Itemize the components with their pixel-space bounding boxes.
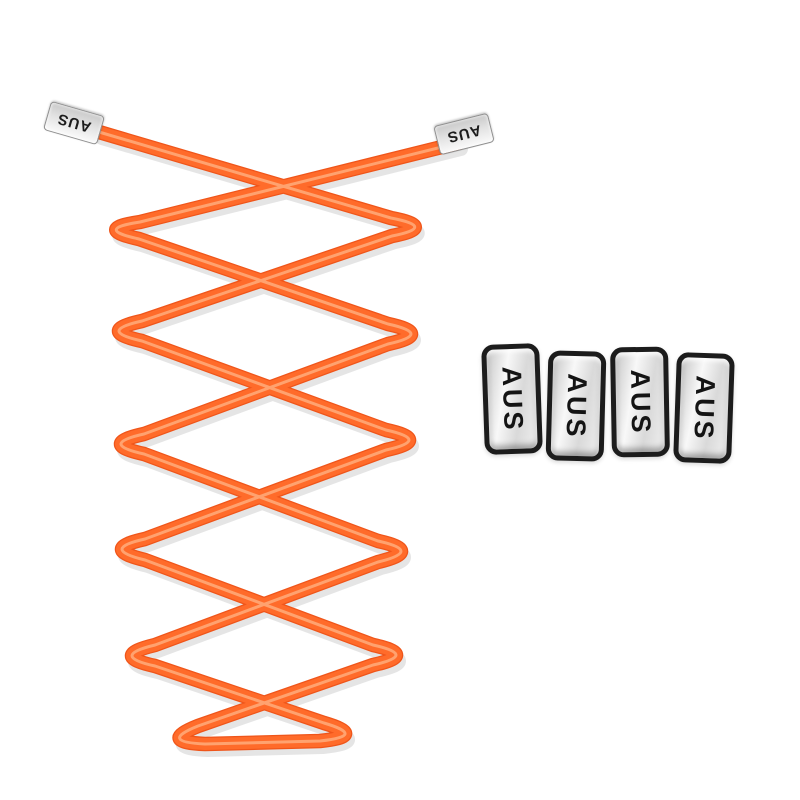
lace-clip-4: AUS	[673, 352, 735, 464]
lace-clip-3: AUS	[610, 346, 670, 458]
clip-label: AUS	[688, 374, 721, 442]
lace-seam	[97, 130, 460, 746]
aglet-right-label: AUS	[445, 121, 483, 147]
clip-label: AUS	[496, 365, 529, 433]
lace-clip-1: AUS	[481, 343, 543, 455]
clip-label: AUS	[624, 368, 657, 436]
lace-clip-2: AUS	[545, 350, 607, 462]
clip-label: AUS	[560, 372, 593, 440]
aglet-left-label: AUS	[55, 110, 94, 136]
